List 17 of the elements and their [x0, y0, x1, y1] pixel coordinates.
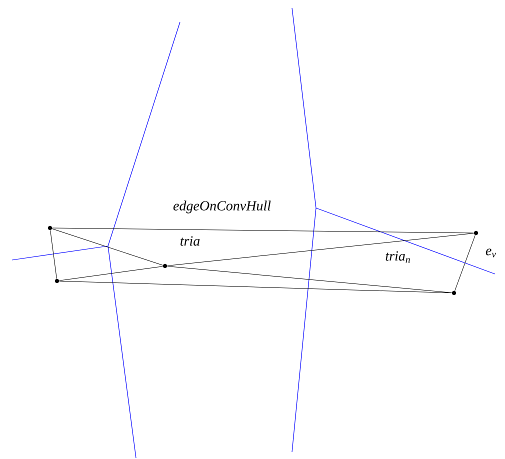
- math-label: tria: [180, 236, 200, 246]
- math-label: edgeOnConvHull: [173, 200, 271, 214]
- triangle-edge: [50, 230, 57, 279]
- triangle-edge: [167, 266, 452, 294]
- triangle-edge: [454, 234, 476, 292]
- triangle-edge: [52, 228, 164, 266]
- point: [48, 226, 52, 230]
- math-label: e$_{v}$: [486, 248, 496, 258]
- triangle-edge: [167, 233, 474, 266]
- point: [452, 290, 456, 296]
- triangle-edge: [59, 280, 452, 294]
- point: [162, 264, 168, 268]
- math-label: tria$_{n}$: [386, 251, 410, 263]
- triangle-edge: [52, 228, 474, 234]
- point: [474, 230, 478, 236]
- triangle-edge: [59, 266, 163, 281]
- point: [54, 278, 60, 284]
